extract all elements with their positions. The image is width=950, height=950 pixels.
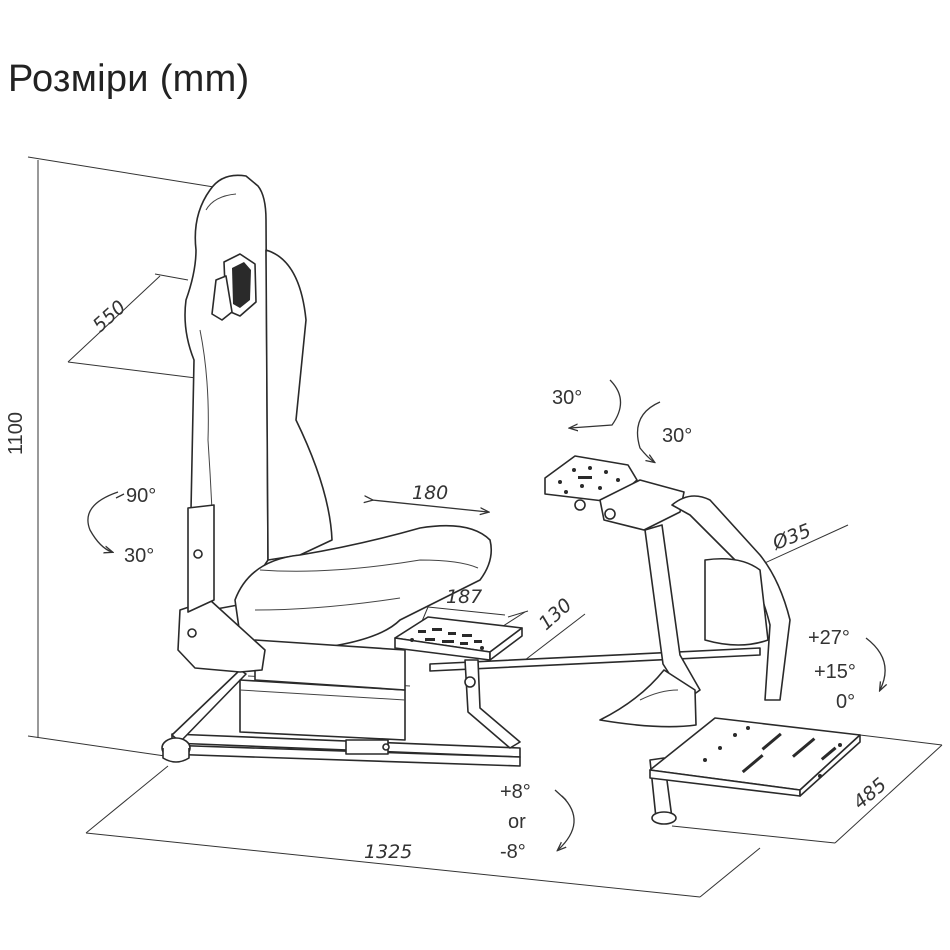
wheel-angle-b: 30° [662,425,692,447]
racing-seat [177,174,493,691]
wheel-stand [544,455,861,825]
pedal-angle-27: +27° [808,627,850,649]
pedal-angle-15: +15° [814,661,856,683]
length-dimension [85,765,761,898]
length-label: 1325 [364,841,412,863]
height-dimension [27,156,221,757]
plate-width-label: 187 [446,586,482,608]
slide-label: 180 [412,482,448,504]
seat-back-reverse-angle: 30° [124,545,154,567]
pedal-angle-0: 0° [836,691,855,713]
tube-diameter-label: Ø35 [769,520,814,555]
base-width-label: 485 [849,774,891,814]
seat-width-dimension [67,273,197,379]
base-width-dimension [671,734,943,844]
page-title: Розміри (mm) [8,58,250,100]
wheel-angle-a: 30° [552,387,582,409]
shifter-mount [394,616,523,749]
rotation-arrows [87,379,885,850]
height-label: 1100 [5,412,27,455]
seat-back-forward-angle: 90° [126,485,156,507]
plate-angle-minus: -8° [500,841,526,863]
slide-dimension [372,500,488,512]
plate-depth-label: 130 [535,594,577,635]
plate-angle-plus: +8° [500,781,531,803]
seat-width-label: 550 [89,296,131,337]
plate-angle-or: or [508,811,526,833]
